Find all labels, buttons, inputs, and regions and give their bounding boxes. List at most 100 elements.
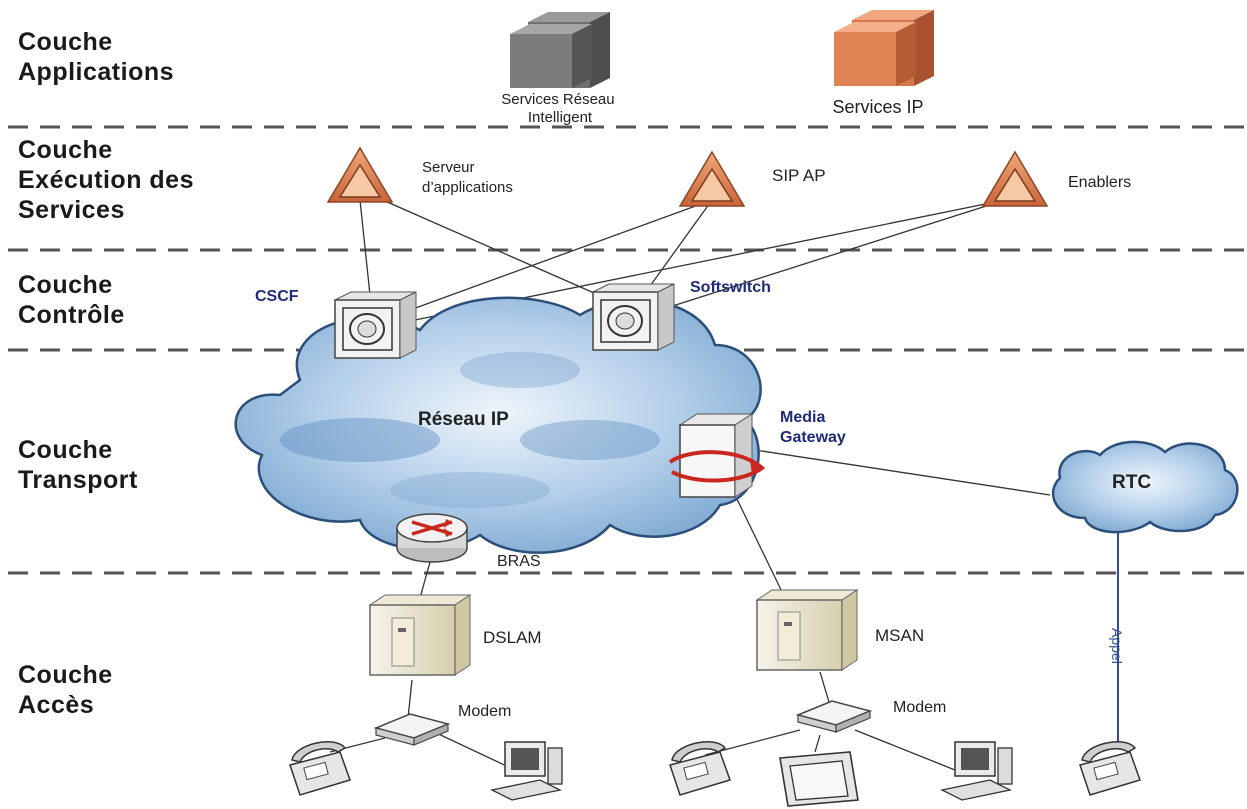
cloud-shade xyxy=(520,420,660,460)
cscf-label: CSCF xyxy=(255,288,299,305)
rn-services-label: Services Réseau Intelligent xyxy=(501,91,619,126)
app-server-triangle-icon xyxy=(326,146,394,203)
layer-label-line: Couche xyxy=(18,28,113,56)
layer-label-line: Exécution des xyxy=(18,166,194,194)
switch-ring xyxy=(615,312,635,330)
box-side xyxy=(590,12,610,88)
link-bras-dslam xyxy=(419,561,431,599)
switch-ring xyxy=(607,305,643,337)
label-line: Intelligent xyxy=(528,109,593,126)
computer-left-icon xyxy=(490,741,563,801)
modem-side xyxy=(413,723,449,746)
ip-network-cloud: Réseau IP xyxy=(234,296,762,554)
layer-label-line: Applications xyxy=(18,58,175,86)
layer-label-line: Transport xyxy=(18,466,138,494)
link-softswitch-sipap xyxy=(639,199,713,301)
enablers-triangle-icon xyxy=(981,150,1049,207)
link-modem-pc-left xyxy=(429,729,516,771)
link-softswitch-enablers xyxy=(659,199,1006,311)
phone-left-icon xyxy=(289,741,351,796)
switch-side xyxy=(399,291,417,359)
switch-panel xyxy=(342,307,393,351)
switch-side xyxy=(657,283,675,351)
label-line: d’applications xyxy=(422,179,513,196)
triangle-inner xyxy=(993,167,1037,202)
phone-rtc-icon xyxy=(1079,741,1141,796)
link-mgw-msan xyxy=(734,494,786,599)
server-top xyxy=(368,594,472,606)
phone-keypad xyxy=(1093,761,1119,781)
link-cscf-appserver xyxy=(359,199,371,296)
box-side xyxy=(914,10,934,86)
server-side xyxy=(841,589,858,671)
layer-label-line: Couche xyxy=(18,661,113,689)
keyboard xyxy=(940,779,1012,801)
sip-ap-label: SIP AP xyxy=(772,166,826,185)
cloud-shape xyxy=(234,296,762,554)
box-front xyxy=(834,32,896,86)
ip-network-label: Réseau IP xyxy=(418,409,509,430)
gateway-arrow xyxy=(668,450,766,483)
layer-label-applications: Couche Applications xyxy=(18,27,174,87)
server-led xyxy=(398,628,406,632)
phone-keypad xyxy=(683,761,709,781)
layer-label-line: Couche xyxy=(18,271,113,299)
media-gateway-label: Media Gateway xyxy=(780,409,846,446)
link-modem-pc-right xyxy=(854,729,956,771)
switch-panel xyxy=(600,299,651,343)
msan-server-icon xyxy=(755,589,859,671)
label-line: Serveur xyxy=(422,159,475,176)
cloud-shade xyxy=(390,472,550,508)
rn-services-server-icon xyxy=(510,12,610,88)
phone-handset xyxy=(1081,741,1137,763)
ip-services-server-icon xyxy=(834,10,934,86)
box-side xyxy=(896,22,916,86)
switch-ring xyxy=(349,313,385,345)
tv-icon xyxy=(779,751,859,807)
triangle-inner xyxy=(690,167,734,202)
phone-handset xyxy=(671,741,727,763)
link-cscf-sipap xyxy=(409,199,713,311)
modem-left-icon xyxy=(373,713,451,746)
server-top xyxy=(755,589,859,601)
label-line: Gateway xyxy=(780,429,846,446)
layer-label-line: Services xyxy=(18,196,125,224)
switch-ring xyxy=(357,320,377,338)
cloud-shade xyxy=(280,418,440,462)
modem-right-label: Modem xyxy=(893,699,946,716)
monitor-screen xyxy=(961,748,989,770)
modem-side xyxy=(835,710,871,733)
layer-label-transport: Couche Transport xyxy=(18,435,138,495)
link-appserver-softswitch xyxy=(359,189,611,301)
tower xyxy=(997,747,1013,785)
triangle-inner xyxy=(338,163,382,198)
keyboard xyxy=(490,779,562,801)
rtc-label: RTC xyxy=(1112,472,1151,493)
layer-label-access: Couche Accès xyxy=(18,660,113,720)
box-top xyxy=(510,24,592,34)
cloud-shade xyxy=(460,352,580,388)
box-side xyxy=(572,24,592,88)
gateway-arrowhead xyxy=(750,460,762,474)
modem-left-label: Modem xyxy=(458,703,511,720)
tv-screen xyxy=(789,760,849,801)
ip-services-label: Services IP xyxy=(832,97,923,117)
cscf-switch-icon xyxy=(334,291,417,359)
router-arrowhead xyxy=(444,519,452,528)
msan-label: MSAN xyxy=(875,626,924,645)
box-top xyxy=(834,22,916,32)
server-side xyxy=(454,594,471,676)
tower xyxy=(547,747,563,785)
link-modem-tv xyxy=(814,734,821,753)
computer-right-icon xyxy=(940,741,1013,801)
appel-label: Appel xyxy=(1109,628,1125,664)
modem-right-icon xyxy=(795,700,873,733)
label-line: Media xyxy=(780,409,825,426)
link-mgw-rtc xyxy=(754,449,1051,496)
phone-keypad xyxy=(303,761,329,781)
softswitch-switch-icon xyxy=(592,283,675,351)
layer-label-line: Couche xyxy=(18,136,113,164)
dslam-label: DSLAM xyxy=(483,628,542,647)
cloud-shape xyxy=(1051,440,1239,534)
